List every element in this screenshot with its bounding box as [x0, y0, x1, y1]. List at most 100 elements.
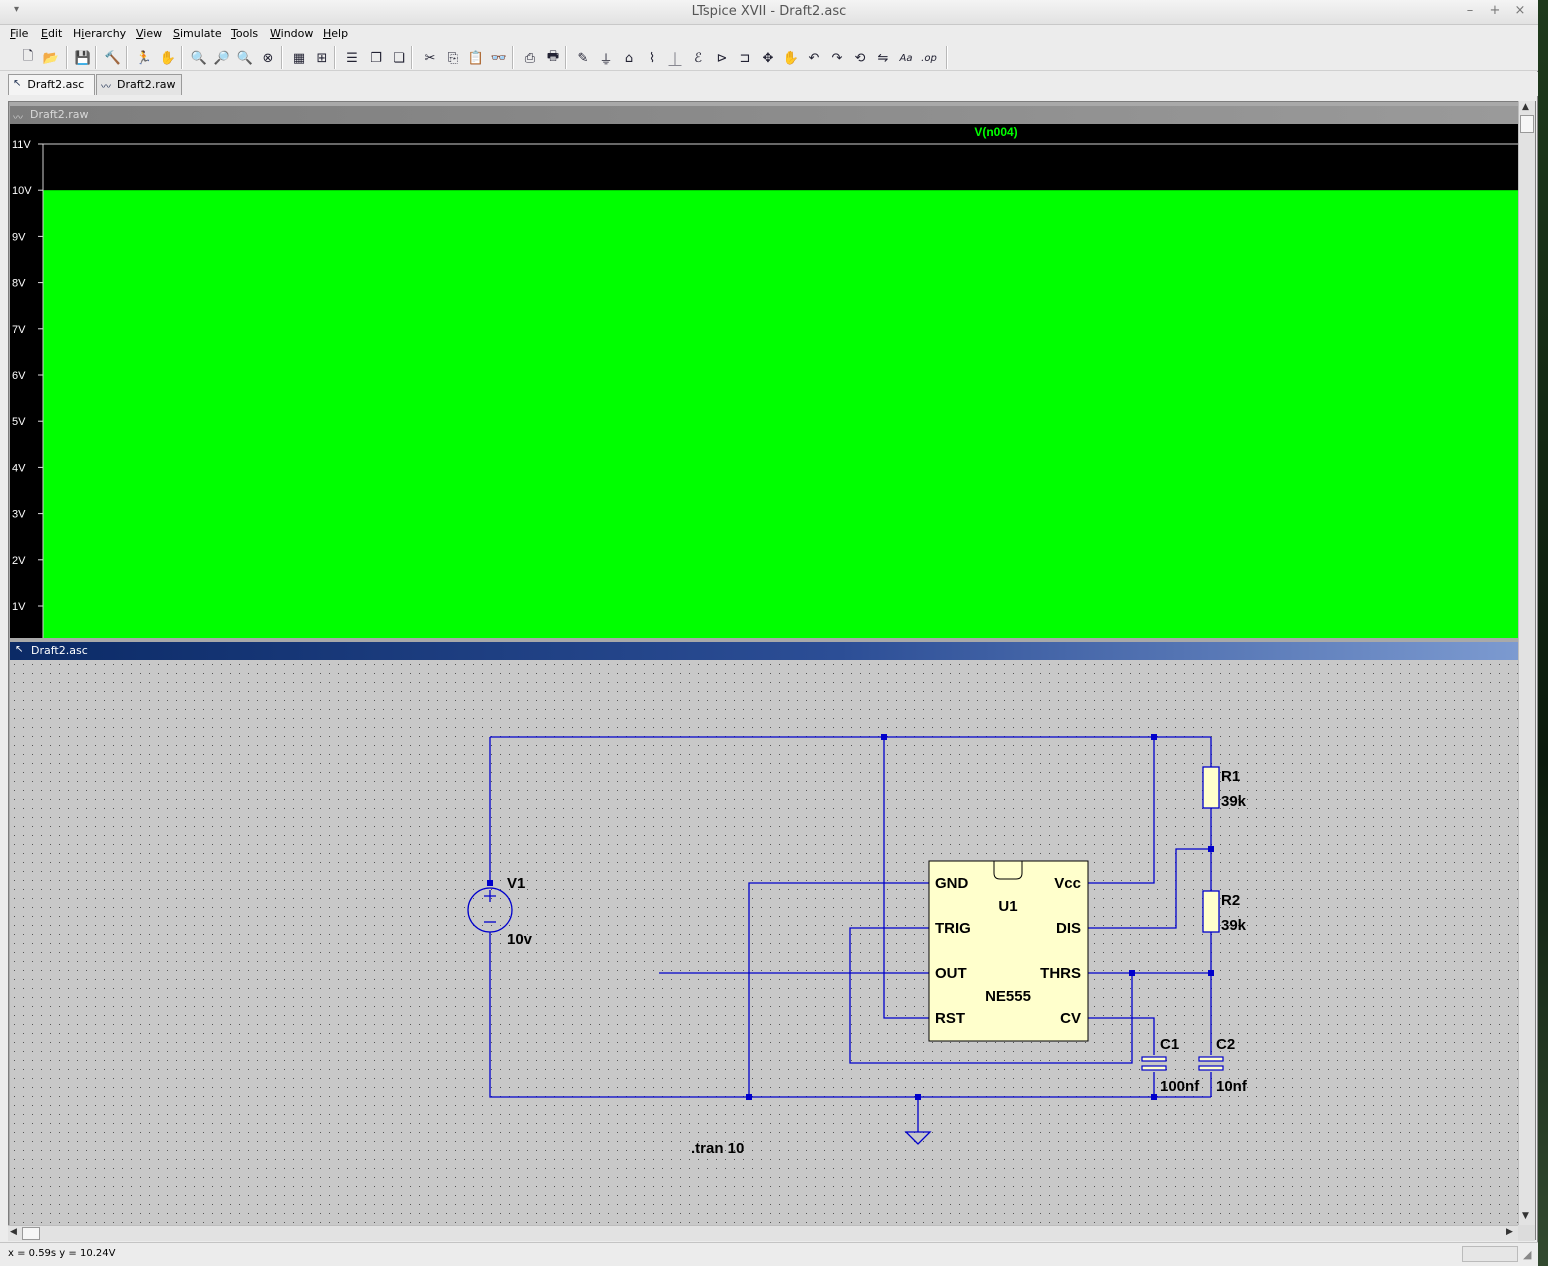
r1-value[interactable]: 39k [1221, 793, 1247, 810]
component-icon[interactable]: ⊐ [739, 50, 751, 66]
redo-icon[interactable]: ↷ [831, 50, 843, 66]
paste-icon[interactable]: 📋 [467, 50, 485, 66]
cascade-icon[interactable]: ❐ [370, 50, 382, 66]
wire-rst[interactable] [883, 737, 929, 1019]
trace-label[interactable]: V(n004) [974, 125, 1017, 139]
vertical-scrollbar[interactable]: ▲ ▼ [1518, 101, 1535, 1225]
menu-view[interactable]: View [136, 27, 162, 40]
maximize-button[interactable]: + [1489, 3, 1501, 18]
run-icon[interactable]: 🏃 [135, 50, 153, 66]
wire-vcc-pin[interactable] [1088, 737, 1155, 884]
move-icon[interactable]: ✥ [762, 50, 774, 66]
schematic-window[interactable]: ↖ Draft2.asc [10, 642, 1518, 1225]
c1-ref[interactable]: C1 [1160, 1036, 1179, 1053]
spice-directive[interactable]: .tran 10 [691, 1140, 744, 1157]
wire-cv[interactable] [1088, 1017, 1155, 1055]
resistor-r2-body[interactable] [1202, 890, 1220, 933]
tile-horizontal-icon[interactable]: ☰ [346, 50, 358, 66]
tab-draft2-asc[interactable]: ↖ Draft2.asc [8, 74, 95, 95]
text-icon[interactable]: Aa [899, 52, 913, 64]
find-icon[interactable]: 👓 [490, 50, 508, 66]
print-setup-icon[interactable]: ⎙ [524, 50, 536, 66]
ne555-timer[interactable]: U1 NE555 GND TRIG OUT RST Vcc DIS THRS C… [928, 860, 1089, 1042]
save-icon[interactable]: 💾 [74, 50, 92, 66]
menu-window[interactable]: Window [270, 27, 313, 40]
c1-value[interactable]: 100nf [1160, 1078, 1200, 1095]
scroll-up-icon[interactable]: ▲ [1522, 102, 1529, 112]
undo-icon[interactable]: ↶ [808, 50, 820, 66]
diode-icon[interactable]: ⊳ [716, 50, 728, 66]
horizontal-scrollbar[interactable]: ◀ ▶ [8, 1225, 1518, 1241]
c2-value[interactable]: 10nf [1216, 1078, 1248, 1095]
halt-icon[interactable]: ✋ [159, 50, 177, 66]
resistor-r1-body[interactable] [1202, 766, 1220, 809]
wire-ground-rail[interactable] [489, 932, 1211, 1098]
cut-icon[interactable]: ✂ [424, 50, 436, 66]
r2-ref[interactable]: R2 [1221, 892, 1240, 909]
schematic-canvas[interactable]: V1 10v R1 39k R2 39k C1 100nf [10, 660, 1518, 1225]
c1-plate-top[interactable] [1141, 1056, 1167, 1062]
label-net-icon[interactable]: ⌂ [624, 50, 634, 66]
menu-edit[interactable]: Edit [41, 27, 62, 40]
mirror-icon[interactable]: ⇋ [877, 50, 889, 66]
resize-grip-icon[interactable]: ◢ [1523, 1248, 1532, 1261]
ground-icon[interactable]: ⏚ [599, 52, 613, 68]
zoom-in-icon[interactable]: 🔍 [190, 50, 208, 66]
rotate-icon[interactable]: ⟲ [854, 50, 866, 66]
resistor-r2[interactable]: R2 39k [1202, 890, 1247, 934]
wire-trig[interactable] [849, 927, 1133, 1064]
copy-icon[interactable]: ⎘ [447, 50, 459, 66]
spice-directive-icon[interactable]: .op [921, 52, 937, 64]
r2-value[interactable]: 39k [1221, 917, 1247, 934]
v1-value[interactable]: 10v [507, 931, 533, 948]
c1-plate-bottom[interactable] [1141, 1065, 1167, 1071]
menu-hierarchy[interactable]: Hierarchy [73, 27, 126, 40]
inductor-icon[interactable]: ℰ [694, 50, 702, 66]
menu-file[interactable]: File [10, 27, 28, 40]
print-icon[interactable]: 🖶 [546, 49, 560, 64]
resistor-r1[interactable]: R1 39k [1202, 766, 1247, 810]
trace-v-n004[interactable] [43, 190, 1518, 638]
scroll-down-icon[interactable]: ▼ [1522, 1211, 1529, 1221]
ic-body[interactable] [928, 860, 1089, 1042]
wire-dis[interactable] [1088, 848, 1211, 929]
horizontal-scroll-thumb[interactable] [22, 1227, 40, 1240]
v1-ref[interactable]: V1 [507, 875, 525, 892]
voltage-source-v1[interactable]: V1 10v [467, 875, 533, 948]
c2-plate-bottom[interactable] [1198, 1065, 1224, 1071]
ic-ref[interactable]: U1 [998, 898, 1017, 915]
tab-draft2-raw[interactable]: 〰 Draft2.raw [96, 74, 182, 95]
control-panel-icon[interactable]: 🔨 [104, 50, 122, 66]
r1-ref[interactable]: R1 [1221, 768, 1240, 785]
ic-value[interactable]: NE555 [985, 988, 1031, 1005]
waveform-window-caption[interactable]: 〰 Draft2.raw [10, 106, 1518, 124]
grid-icon[interactable]: ⊞ [316, 50, 328, 66]
drag-icon[interactable]: ✋ [782, 50, 800, 66]
menu-tools[interactable]: Tools [231, 27, 258, 40]
scroll-left-icon[interactable]: ◀ [10, 1227, 17, 1237]
menu-help[interactable]: Help [323, 27, 348, 40]
new-schematic-icon[interactable]: 🗋 [22, 49, 34, 64]
ground-icon[interactable] [904, 1131, 932, 1145]
capacitor-c1[interactable]: C1 100nf [1141, 1036, 1200, 1095]
wires[interactable] [489, 736, 1212, 1132]
c2-ref[interactable]: C2 [1216, 1036, 1235, 1053]
resistor-icon[interactable]: ⌇ [648, 50, 656, 66]
vertical-scroll-thumb[interactable] [1520, 115, 1534, 133]
c2-plate-top[interactable] [1198, 1056, 1224, 1062]
wire-icon[interactable]: ✎ [577, 50, 589, 66]
pan-icon[interactable]: 🔎 [213, 50, 231, 66]
menu-simulate[interactable]: Simulate [173, 27, 222, 40]
zoom-out-icon[interactable]: 🔍 [236, 50, 254, 66]
wire-gnd-pin[interactable] [748, 882, 929, 1097]
close-button[interactable]: × [1514, 3, 1526, 18]
autorange-icon[interactable]: ▦ [292, 50, 306, 66]
minimize-button[interactable]: – [1466, 3, 1474, 18]
window-menu-icon[interactable]: ▾ [14, 4, 20, 15]
schematic-window-caption[interactable]: ↖ Draft2.asc [10, 642, 1518, 660]
zoom-fit-icon[interactable]: ⊗ [262, 50, 274, 66]
tile-vertical-icon[interactable]: ❏ [393, 50, 405, 66]
voltage-source-symbol[interactable] [467, 887, 513, 933]
